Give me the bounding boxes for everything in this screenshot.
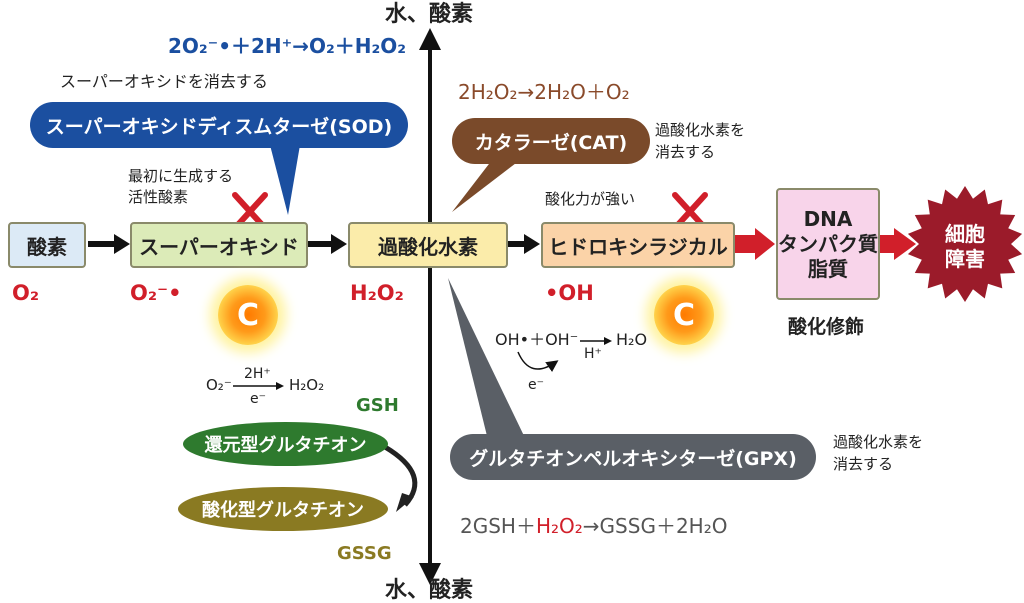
arrow-oxygen-to-superoxide: [88, 234, 130, 254]
target-protein: タンパク質: [778, 231, 878, 256]
oh-electron-curve: [517, 351, 559, 373]
oh-reaction-left: OH•＋OH⁻: [495, 330, 579, 349]
box-hydrogen-peroxide: 過酸化水素: [348, 222, 508, 268]
gpx-note-line2: 消去する: [833, 455, 894, 473]
first-generated-line2: 活性酸素: [128, 188, 189, 206]
arrow-hydroxyl-to-targets: [735, 228, 775, 260]
o2-reduction-arrow: [233, 382, 284, 390]
gpx-reaction: 2GSH＋H₂O₂→GSSG＋2H₂O: [460, 516, 727, 536]
oxidative-modification-label: 酸化修飾: [788, 316, 865, 338]
gpx-callout-tail: [448, 278, 526, 440]
gpx-reaction-right: →GSSG＋2H₂O: [582, 514, 728, 538]
strong-oxidizer-note: 酸化力が強い: [545, 190, 636, 208]
cat-note-line2: 消去する: [655, 143, 716, 161]
gssg-label: GSSG: [337, 543, 392, 564]
gpx-note-line1: 過酸化水素を: [833, 433, 924, 451]
oh-reaction-product: H₂O: [616, 330, 648, 349]
arrow-peroxide-to-hydroxyl: [508, 234, 540, 254]
cat-enzyme-label: カタラーゼ(CAT): [452, 118, 650, 164]
cat-reaction: 2H₂O₂→2H₂O＋O₂: [458, 80, 630, 104]
sod-note: スーパーオキシドを消去する: [60, 72, 268, 91]
cat-note-line1: 過酸化水素を: [655, 121, 746, 139]
vitamin-c-badge-left: C: [218, 285, 278, 345]
target-lipid: 脂質: [808, 256, 848, 281]
box-targets: DNA タンパク質 脂質: [776, 188, 880, 300]
box-hydroxyl-radical: ヒドロキシラジカル: [541, 222, 735, 268]
arrow-targets-to-damage: [880, 228, 916, 260]
reduced-glutathione-label: 還元型グルタチオン: [183, 422, 388, 466]
cell-damage-line2: 障害: [945, 247, 985, 271]
box-oxygen: 酸素: [8, 222, 86, 268]
gpx-reaction-peroxide: H₂O₂: [535, 514, 583, 538]
cell-damage-label: 細胞 障害: [945, 222, 985, 272]
oxidized-glutathione-label: 酸化型グルタチオン: [178, 487, 388, 531]
first-generated-line1: 最初に生成する: [128, 167, 234, 185]
sod-enzyme-label: スーパーオキシドディスムターゼ(SOD): [30, 102, 408, 148]
oh-reaction-electron: e⁻: [528, 377, 545, 393]
formula-superoxide: O₂⁻•: [130, 281, 182, 305]
damage-burst: [907, 186, 1023, 302]
arrow-superoxide-to-peroxide: [308, 234, 347, 254]
gsh-label: GSH: [356, 395, 399, 416]
o2-reduction-bottom: e⁻: [250, 391, 267, 407]
formula-oxygen: O₂: [12, 281, 40, 305]
box-superoxide: スーパーオキシド: [130, 222, 308, 268]
gpx-enzyme-label: グルタチオンペルオキシターゼ(GPX): [450, 434, 816, 480]
oh-reaction-arrow: [580, 337, 612, 345]
axis-bottom-label: 水、酸素: [385, 578, 474, 603]
formula-hydroxyl: •OH: [545, 281, 594, 305]
vitamin-c-badge-right: C: [654, 285, 714, 345]
target-dna: DNA: [803, 206, 853, 231]
gpx-reaction-left: 2GSH＋: [460, 514, 536, 538]
o2-reduction-right: H₂O₂: [289, 376, 325, 394]
cell-damage-line1: 細胞: [945, 222, 985, 246]
formula-peroxide: H₂O₂: [350, 281, 404, 305]
cat-callout-tail: [452, 160, 520, 212]
sod-reaction: 2O₂⁻•＋2H⁺→O₂＋H₂O₂: [168, 34, 407, 58]
sod-callout-tail: [270, 145, 300, 215]
o2-reduction-left: O₂⁻: [206, 376, 232, 394]
o2-reduction-top: 2H⁺: [244, 366, 271, 382]
axis-top-label: 水、酸素: [385, 2, 474, 27]
oh-reaction-proton: H⁺: [584, 346, 602, 362]
vertical-axis-arrow: [419, 28, 441, 585]
